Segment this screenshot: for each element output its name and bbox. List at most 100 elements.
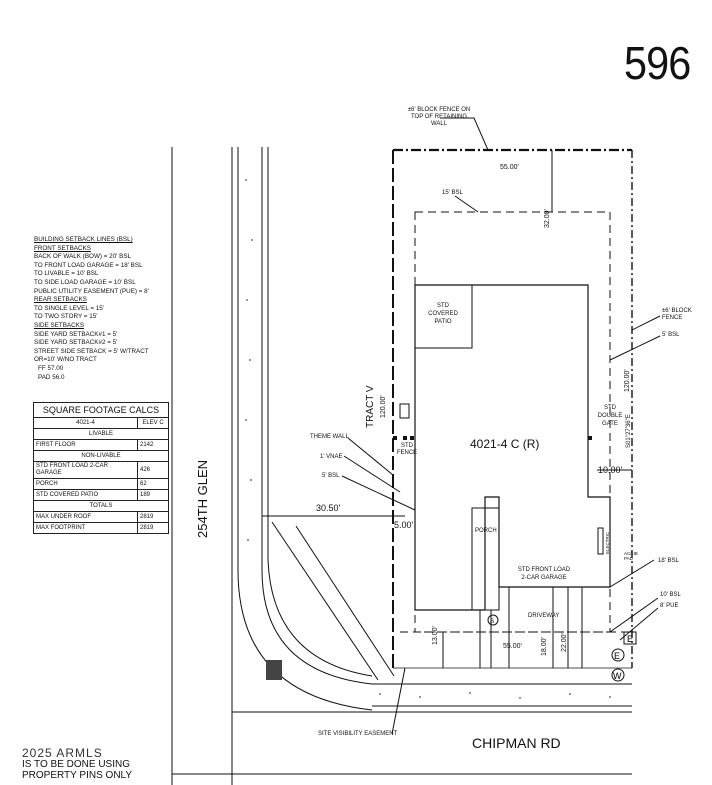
front-setbacks-title: FRONT SETBACKS bbox=[34, 244, 91, 252]
leader-rear-bsl bbox=[454, 195, 479, 213]
callout-right-fence: ±6' BLOCK FENCE bbox=[662, 308, 692, 321]
sqft-totals-header: TOTALS bbox=[33, 500, 169, 512]
curb-ramp bbox=[266, 660, 282, 680]
callout-theme-wall: THEME WALL bbox=[310, 434, 349, 440]
callout-front-bsl: 10' BSL bbox=[660, 592, 681, 598]
fence-post-b bbox=[403, 436, 407, 440]
footer-note: 2025 ARMLS IS TO BE DONE USING PROPERTY … bbox=[22, 746, 133, 781]
sqft-livable-header: LIVABLE bbox=[33, 428, 169, 440]
callout-pue: 8' PUE bbox=[660, 603, 679, 609]
front-setback-line: TO SIDE LOAD GARAGE = 10' BSL bbox=[34, 278, 136, 286]
leader-right-fence bbox=[631, 315, 661, 331]
side-setback-line: STREET SIDE SETBACK = 5' W/TRACT bbox=[34, 347, 149, 355]
callout-left-bsl: 5' BSL bbox=[322, 473, 340, 479]
electric-marker-circle[interactable] bbox=[611, 648, 625, 662]
plan-name: 4021-4 C (R) bbox=[470, 437, 540, 451]
water-marker-circle[interactable] bbox=[611, 668, 625, 682]
side-setbacks-title: SIDE SETBACKS bbox=[34, 321, 85, 329]
tract-label: TRACT V bbox=[365, 385, 376, 428]
finished-floor: FF 57.00 bbox=[38, 364, 64, 372]
callout-garage: STD FRONT LOAD 2-CAR GARAGE bbox=[517, 567, 571, 581]
leader-front-bsl bbox=[609, 597, 659, 633]
leader-garage-bsl bbox=[609, 559, 655, 588]
sqft-nonlivable-header: NON-LIVABLE bbox=[33, 450, 169, 462]
leader-bsl-left bbox=[341, 475, 416, 511]
footer-watermark: 2025 ARMLS bbox=[22, 746, 103, 760]
dim-rear-depth-text: 32.00' bbox=[544, 209, 551, 228]
leader-vnae bbox=[343, 455, 401, 493]
callout-block-fence: ±6' BLOCK FENCE ON TOP OF RETAINING WALL bbox=[407, 107, 471, 127]
sewer-marker-text: S bbox=[490, 619, 494, 625]
rear-setback-line: TO SINGLE LEVEL = 15' bbox=[34, 304, 104, 312]
lot-number: 596 bbox=[624, 37, 691, 89]
electric-marker-box-text: E bbox=[627, 634, 633, 644]
dim-lot-depth-text: 120.00' bbox=[624, 369, 631, 392]
porch-outline[interactable] bbox=[471, 507, 500, 611]
callout-driveway: DRIVEWAY bbox=[528, 613, 560, 619]
utility-box[interactable] bbox=[597, 527, 604, 555]
callout-vnae: 1' VNAE bbox=[320, 454, 343, 460]
callout-right-bsl: 5' BSL bbox=[662, 332, 680, 338]
callout-rear-bsl: 15' BSL bbox=[442, 190, 463, 196]
curb-return bbox=[237, 569, 373, 711]
sqft-elev-col: ELEV C bbox=[137, 417, 169, 429]
dim-front-depth-text: 13.00' bbox=[432, 626, 439, 645]
dim-front-width-text: 55.00' bbox=[503, 643, 522, 650]
callout-covered-patio: STD COVERED PATIO bbox=[428, 303, 458, 325]
sqft-plan-col: 4021-4 bbox=[33, 417, 138, 429]
leader-block-fence bbox=[440, 117, 489, 151]
electric-marker-text: E bbox=[614, 651, 620, 661]
dim-drive-22-text: 22.00' bbox=[561, 633, 568, 652]
front-setback-line: BACK OF WALK (BOW) = 20' BSL bbox=[34, 253, 132, 261]
callout-site-visibility: SITE VISIBILITY EASEMENT bbox=[318, 731, 398, 737]
sewer-marker-circle[interactable] bbox=[487, 614, 499, 626]
dim-right-side-text: 10.00' bbox=[598, 465, 623, 475]
callout-bearing: S01°27'36"E bbox=[626, 414, 632, 448]
callout-electric: ELECTRIC bbox=[605, 531, 610, 554]
pad-elevation: PAD 56.0 bbox=[38, 373, 65, 381]
curb-return-inner bbox=[261, 569, 373, 685]
setback-notes: BUILDING SETBACK LINES (BSL) FRONT SETBA… bbox=[34, 236, 174, 382]
side-setback-line: SIDE YARD SETBACK#2 = 5' bbox=[34, 339, 118, 347]
sight-line-b bbox=[295, 525, 395, 677]
rear-setbacks-title: REAR SETBACKS bbox=[34, 296, 87, 304]
side-setback-line: OR=10' W/NO TRACT bbox=[34, 356, 97, 364]
dim-rear-width-text: 55.00' bbox=[500, 164, 519, 171]
street-front-label: CHIPMAN RD bbox=[472, 735, 561, 751]
leader-pue bbox=[619, 607, 659, 641]
fence-post-d bbox=[588, 436, 592, 440]
dim-drive-18-text: 18.00' bbox=[541, 637, 548, 656]
dim-left-side-text: 5.00' bbox=[394, 520, 414, 530]
callout-std-fence: STD FENCE bbox=[396, 443, 418, 456]
callout-porch: PORCH bbox=[475, 528, 497, 534]
callout-garage-bsl: 18' BSL bbox=[658, 558, 679, 564]
rear-setback-line: TO TWO STORY = 15' bbox=[34, 313, 98, 321]
tract-dim: 120.00' bbox=[380, 395, 387, 418]
street-side-label: 254TH GLEN bbox=[195, 459, 210, 538]
leader-theme-wall bbox=[347, 437, 394, 476]
footer-line-1: IS TO BE DONE USING bbox=[22, 759, 130, 770]
water-marker-text: W bbox=[613, 671, 622, 681]
leader-right-bsl bbox=[609, 335, 661, 361]
leader-site-vis bbox=[391, 667, 406, 735]
electric-marker-box[interactable] bbox=[623, 631, 637, 645]
side-setback-line: SIDE YARD SETBACK#1 = 5' bbox=[34, 330, 118, 338]
front-setback-line: TO LIVABLE = 10' BSL bbox=[34, 270, 99, 278]
curb-return-mid bbox=[267, 559, 373, 677]
ac-pad[interactable] bbox=[399, 403, 410, 419]
dim-left-setback-text: 30.50' bbox=[316, 503, 341, 513]
front-setback-line: PUBLIC UTILITY EASEMENT (PUE) = 8' bbox=[34, 287, 149, 295]
setback-title: BUILDING SETBACK LINES (BSL) bbox=[34, 236, 133, 243]
covered-patio-outline[interactable] bbox=[414, 284, 473, 349]
callout-double-gate: STD DOUBLE GATE bbox=[597, 405, 623, 427]
footer-line-2: PROPERTY PINS ONLY bbox=[22, 770, 133, 781]
fence-post-c bbox=[410, 436, 414, 440]
